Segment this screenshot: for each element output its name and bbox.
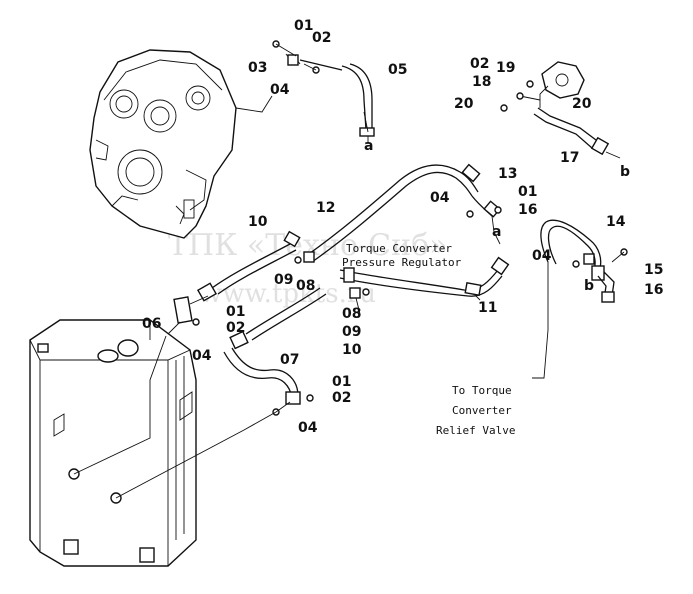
relief-valve-leader [532, 262, 549, 379]
fitting-13 [466, 195, 502, 245]
callout-b-right: b [584, 278, 594, 294]
callout-10-upper: 10 [248, 214, 268, 230]
callout-03: 03 [248, 60, 267, 76]
callout-07: 07 [280, 352, 299, 368]
note-relief-line2: Converter [452, 404, 512, 417]
note-regulator-line2: Pressure Regulator [342, 256, 462, 269]
hose-05 [272, 40, 375, 144]
callout-11: 11 [478, 300, 497, 316]
callout-14: 14 [606, 214, 626, 230]
note-regulator-line1: Torque Converter [346, 242, 452, 255]
callout-16-mid: 16 [518, 202, 537, 218]
callout-a-mid: a [492, 224, 501, 240]
callout-02-bottom: 02 [332, 390, 351, 406]
callout-10-lower: 10 [342, 342, 362, 358]
callout-06: 06 [142, 316, 161, 332]
callout-16-right: 16 [644, 282, 663, 298]
callout-13: 13 [498, 166, 517, 182]
callout-01-top: 01 [294, 18, 313, 34]
hose-12 [305, 163, 481, 263]
callout-b-top: b [620, 164, 630, 180]
callout-09-lower: 09 [342, 324, 361, 340]
callout-18: 18 [472, 74, 491, 90]
radiator [29, 319, 197, 567]
hose-to-07 [229, 287, 327, 350]
note-relief-line3: Relief Valve [436, 424, 515, 437]
callout-12: 12 [316, 200, 335, 216]
radiator-leader-upper [73, 335, 167, 475]
hose-11 [339, 256, 510, 301]
callout-08-lower: 08 [342, 306, 361, 322]
callout-04-bottom: 04 [298, 420, 318, 436]
callout-02-left: 02 [226, 320, 245, 336]
radiator-leader-lower [115, 411, 277, 499]
callout-17: 17 [560, 150, 579, 166]
transmission-housing [89, 49, 237, 239]
callout-02-top: 02 [312, 30, 331, 46]
callout-15: 15 [644, 262, 663, 278]
callout-05: 05 [388, 62, 407, 78]
callout-a-top: a [364, 138, 373, 154]
callout-01-mid: 01 [518, 184, 537, 200]
callout-01-left: 01 [226, 304, 245, 320]
hose-07 [223, 347, 314, 416]
note-relief-line1: To Torque [452, 384, 512, 397]
notes: Torque Converter Pressure Regulator To T… [342, 242, 515, 437]
valve-assembly-19 [500, 61, 621, 159]
watermark-url: www.tpkts.ru [200, 279, 376, 309]
callout-20-left: 20 [454, 96, 474, 112]
callout-04-top: 04 [270, 82, 290, 98]
callout-02-valve: 02 [470, 56, 489, 72]
callout-01-bottom: 01 [332, 374, 351, 390]
callout-04-right: 04 [532, 248, 552, 264]
callout-20-right: 20 [572, 96, 592, 112]
callout-09-upper: 09 [274, 272, 293, 288]
callout-labels: 01 02 03 04 05 a 02 19 18 20 20 17 b 12 … [142, 18, 663, 436]
housing-leader-line [235, 95, 273, 113]
hose-14 [540, 219, 628, 303]
callout-08-upper: 08 [296, 278, 315, 294]
callout-04-mid: 04 [430, 190, 450, 206]
callout-04-left: 04 [192, 348, 212, 364]
callout-19: 19 [496, 60, 515, 76]
pressure-regulator-fittings [283, 230, 370, 315]
hose-10-left [196, 243, 297, 302]
